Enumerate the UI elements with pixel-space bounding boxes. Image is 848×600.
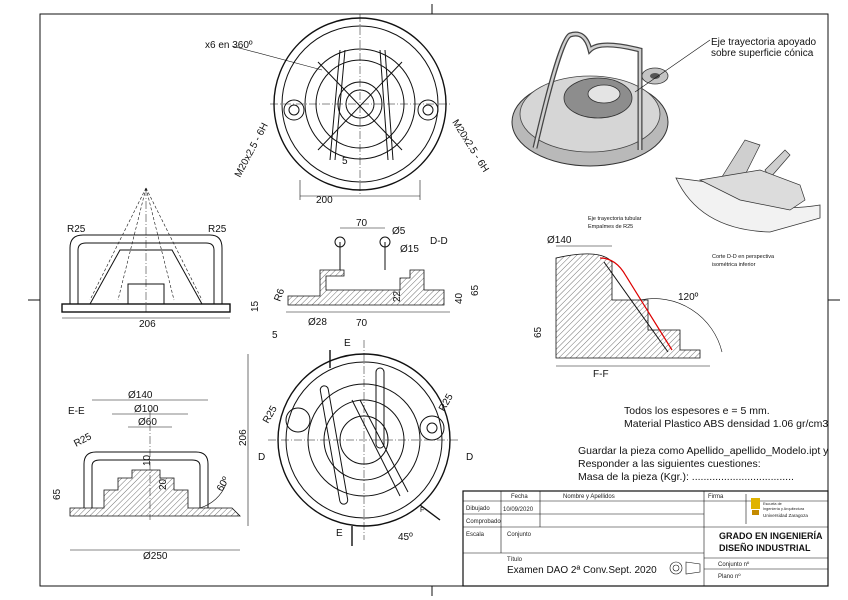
- dd-dim-15: 15: [250, 300, 261, 312]
- note-material: Material Plastico ABS densidad 1.06 gr/c…: [624, 418, 828, 430]
- tb-school-name: GRADO EN INGENIERÍA: [719, 531, 823, 541]
- centering-marks: [28, 4, 840, 596]
- dd-dim-70b: 70: [356, 318, 368, 329]
- ee-radius-left: R25: [72, 431, 94, 450]
- note-answer: Responder a las siguientes cuestiones:: [578, 458, 761, 470]
- bottom-label-e-bottom: E: [336, 528, 343, 539]
- thread-label-right: M20x2.5 - 6H: [449, 118, 490, 175]
- ee-dim-phi140: Ø140: [128, 390, 153, 401]
- tb-row-escala: Escala: [466, 532, 485, 538]
- projection-symbol-icon: [669, 561, 701, 575]
- thread-label-left: M20x2.5 - 6H: [233, 121, 271, 179]
- front-view: [61, 187, 231, 319]
- ee-dim-phi100: Ø100: [134, 404, 159, 415]
- tb-titulo: Examen DAO 2ª Conv.Sept. 2020: [507, 565, 657, 576]
- ff-dim-phi140: Ø140: [547, 235, 572, 246]
- ee-dim-65: 65: [52, 488, 63, 500]
- title-block: [462, 490, 829, 587]
- bottom-dim-angle: 45º: [398, 532, 413, 543]
- ff-title: F-F: [593, 369, 609, 380]
- bottom-radius-right: R25: [437, 392, 456, 414]
- ee-dim-10: 10: [142, 454, 153, 466]
- tb-plano-n: Plano nº: [718, 573, 741, 580]
- isometric-view: [511, 31, 669, 167]
- section-f-f: [555, 245, 723, 367]
- section-perspective-note1: Corte D-D en perspectiva: [712, 254, 775, 260]
- section-e-e: [69, 399, 241, 551]
- iso-callout-line2: sobre superficie cónica: [711, 48, 814, 59]
- bottom-label-e-top: E: [344, 338, 351, 349]
- section-d-d: [286, 227, 450, 313]
- bottom-label-d-left: D: [258, 452, 265, 463]
- front-width-dim: 206: [139, 319, 156, 330]
- ff-tube-note2: Empalmes de R25: [588, 224, 633, 230]
- ff-dim-65: 65: [533, 326, 544, 338]
- dd-dim-phi28: Ø28: [308, 317, 327, 328]
- top-view: [231, 14, 450, 200]
- bottom-label-f: F: [420, 507, 424, 514]
- section-perspective-view: [675, 139, 821, 233]
- tb-row-comprobado: Comprobado: [466, 519, 501, 525]
- front-radius-right: R25: [208, 224, 227, 235]
- note-save-as: Guardar la pieza como Apellido_apellido_…: [578, 445, 829, 457]
- tb-titulo-label: Título: [507, 557, 523, 563]
- ff-dim-angle: 120º: [678, 292, 699, 303]
- dd-dim-5: 5: [272, 330, 278, 341]
- section-perspective-note2: isométrica inferior: [712, 262, 756, 268]
- dd-dim-phi5: Ø5: [392, 226, 406, 237]
- top-width-dim: 200: [316, 195, 333, 206]
- svg-text:Ingeniería y Arquitectura: Ingeniería y Arquitectura: [763, 507, 805, 511]
- dd-title: D-D: [430, 236, 448, 247]
- tb-date: 10/09/2020: [503, 507, 534, 513]
- note-mass: Masa de la pieza (Kgr.): ...............…: [578, 471, 794, 483]
- note-thickness: Todos los espesores e = 5 mm.: [624, 405, 770, 417]
- dd-dim-70: 70: [356, 218, 368, 229]
- dd-dim-phi15: Ø15: [400, 244, 419, 255]
- ee-title: E-E: [68, 406, 85, 417]
- bottom-label-d-right: D: [466, 452, 473, 463]
- ee-dim-phi60: Ø60: [138, 417, 157, 428]
- svg-text:Universidad Zaragoza: Universidad Zaragoza: [763, 513, 808, 518]
- tb-col-nombre: Nombre y Apellidos: [563, 494, 615, 500]
- bottom-radius-left: R25: [261, 404, 280, 426]
- tb-conjunto: Conjunto: [507, 532, 532, 538]
- iso-callout-line1: Eje trayectoria apoyado: [711, 37, 817, 48]
- dd-dim-22: 22: [392, 290, 403, 302]
- tb-col-fecha: Fecha: [511, 494, 528, 500]
- dd-dim-40: 40: [454, 292, 465, 304]
- tb-row-dibujado: Dibujado: [466, 506, 490, 512]
- bottom-dim-206: 206: [238, 429, 249, 446]
- holes-note: x6 en 360º: [205, 40, 253, 51]
- slot-width-dim: 5: [342, 156, 348, 167]
- ee-dim-20: 20: [158, 478, 169, 490]
- ff-tube-note1: Eje trayectoria tubular: [588, 216, 642, 222]
- svg-text:Escuela de: Escuela de: [763, 502, 782, 506]
- dd-dim-65: 65: [470, 284, 481, 296]
- iso-callout-leader: [634, 39, 711, 93]
- tb-school-name2: DISEÑO INDUSTRIAL: [719, 543, 811, 553]
- dd-dim-r6: R6: [272, 287, 287, 303]
- tb-conjunto-n: Conjunto nº: [718, 561, 750, 568]
- university-logo: Escuela de Ingeniería y Arquitectura Uni…: [751, 498, 808, 518]
- ee-dim-phi250: Ø250: [143, 551, 168, 562]
- bottom-view: [247, 340, 460, 546]
- front-radius-left: R25: [67, 224, 86, 235]
- ee-dim-angle: 60º: [215, 475, 232, 494]
- tb-col-firma: Firma: [708, 494, 724, 500]
